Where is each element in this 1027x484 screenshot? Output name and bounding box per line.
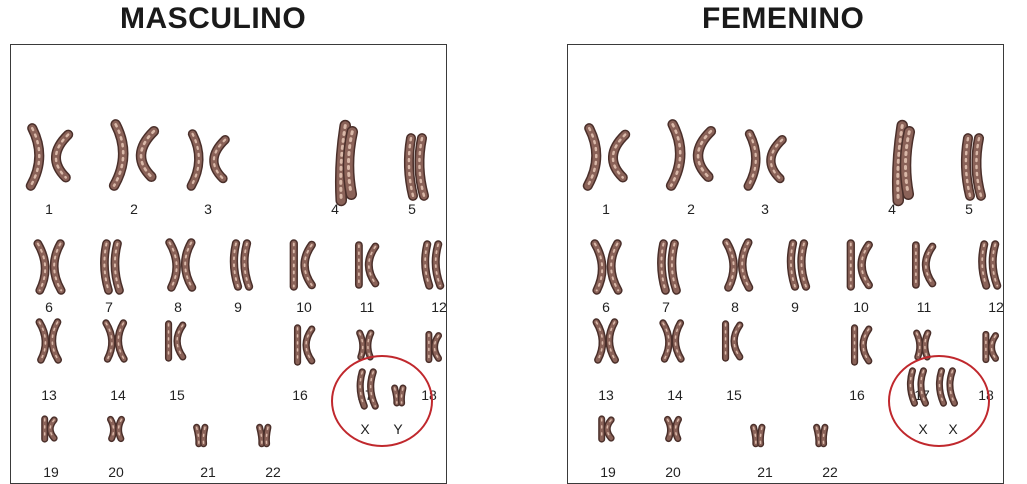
female-chromosome-label-13: 13 <box>598 387 614 403</box>
female-chromosome-6 <box>587 241 626 293</box>
female-chromosome-11 <box>906 243 939 287</box>
female-chromosome-label-20: 20 <box>665 464 681 480</box>
female-chromosome-label-7: 7 <box>662 299 670 315</box>
female-chromosome-2 <box>665 121 716 189</box>
female-chromosome-label-6: 6 <box>602 299 610 315</box>
female-chromosome-label-15: 15 <box>726 387 742 403</box>
male-chromosome-label-3: 3 <box>204 201 212 217</box>
female-chromosome-label-1: 1 <box>602 201 610 217</box>
male-chromosome-label-13: 13 <box>41 387 57 403</box>
male-chromosome-label-8: 8 <box>174 299 182 315</box>
female-chromosome-label-16: 16 <box>849 387 865 403</box>
male-chromosome-6 <box>30 241 69 293</box>
title-femenino: FEMENINO <box>702 2 864 36</box>
female-chromosome-20 <box>662 417 684 441</box>
title-masculino: MASCULINO <box>120 2 306 36</box>
male-chromosome-24 <box>388 385 410 405</box>
female-sex-label-2: X <box>948 421 957 437</box>
female-chromosome-3 <box>743 131 787 189</box>
female-chromosome-label-10: 10 <box>853 299 869 315</box>
male-chromosome-5 <box>392 135 440 199</box>
male-chromosome-12 <box>415 242 450 288</box>
male-chromosome-label-5: 5 <box>408 201 416 217</box>
female-chromosome-label-21: 21 <box>757 464 773 480</box>
female-chromosome-label-19: 19 <box>600 464 616 480</box>
female-chromosome-5 <box>949 135 997 199</box>
male-chromosome-18 <box>421 332 444 362</box>
male-chromosome-2 <box>108 121 159 189</box>
female-chromosome-label-9: 9 <box>791 299 799 315</box>
male-chromosome-label-19: 19 <box>43 464 59 480</box>
male-chromosome-label-14: 14 <box>110 387 126 403</box>
male-sex-label-1: X <box>360 421 369 437</box>
male-chromosome-21 <box>190 424 212 446</box>
male-chromosome-label-2: 2 <box>130 201 138 217</box>
male-chromosome-label-21: 21 <box>200 464 216 480</box>
female-chromosome-7 <box>649 241 688 293</box>
female-chromosome-label-3: 3 <box>761 201 769 217</box>
female-chromosome-23 <box>904 369 931 405</box>
male-chromosome-19 <box>37 417 59 441</box>
male-chromosome-23 <box>353 370 382 408</box>
male-chromosome-13 <box>33 320 65 362</box>
male-chromosome-label-4: 4 <box>331 201 339 217</box>
female-chromosome-1 <box>582 125 630 189</box>
male-chromosome-label-20: 20 <box>108 464 124 480</box>
male-chromosome-4 <box>316 124 375 202</box>
female-chromosome-label-11: 11 <box>917 299 932 315</box>
male-chromosome-label-9: 9 <box>234 299 242 315</box>
male-chromosome-22 <box>253 424 275 446</box>
female-sex-label-1: X <box>918 421 927 437</box>
female-chromosome-24 <box>933 369 960 405</box>
male-chromosome-8 <box>162 240 200 290</box>
male-chromosome-16 <box>289 326 318 364</box>
male-chromosome-label-11: 11 <box>360 299 375 315</box>
male-chromosome-20 <box>105 417 127 441</box>
male-chromosome-3 <box>186 131 230 189</box>
female-chromosome-16 <box>846 326 875 364</box>
female-chromosome-13 <box>590 320 622 362</box>
male-chromosome-label-10: 10 <box>296 299 312 315</box>
female-chromosome-label-22: 22 <box>822 464 838 480</box>
female-chromosome-21 <box>747 424 769 446</box>
male-sex-chromosome-circle <box>331 355 433 447</box>
female-chromosome-label-14: 14 <box>667 387 683 403</box>
female-chromosome-9 <box>780 241 816 289</box>
female-chromosome-label-12: 12 <box>988 299 1004 315</box>
male-chromosome-label-6: 6 <box>45 299 53 315</box>
male-sex-label-2: Y <box>393 421 402 437</box>
female-chromosome-14 <box>657 321 687 361</box>
female-chromosome-label-2: 2 <box>687 201 695 217</box>
male-chromosome-label-16: 16 <box>292 387 308 403</box>
female-chromosome-label-4: 4 <box>888 201 896 217</box>
female-chromosome-18 <box>978 332 1001 362</box>
male-chromosome-label-7: 7 <box>105 299 113 315</box>
female-chromosome-10 <box>840 241 876 289</box>
male-chromosome-label-1: 1 <box>45 201 53 217</box>
female-chromosome-4 <box>873 124 932 202</box>
male-chromosome-label-15: 15 <box>169 387 185 403</box>
female-chromosome-19 <box>594 417 616 441</box>
female-chromosome-8 <box>719 240 757 290</box>
female-chromosome-22 <box>810 424 832 446</box>
male-chromosome-11 <box>349 243 382 287</box>
male-chromosome-10 <box>283 241 319 289</box>
male-chromosome-14 <box>100 321 130 361</box>
female-chromosome-label-5: 5 <box>965 201 973 217</box>
male-chromosome-label-22: 22 <box>265 464 281 480</box>
female-chromosome-label-8: 8 <box>731 299 739 315</box>
male-chromosome-15 <box>160 322 189 360</box>
male-chromosome-7 <box>92 241 131 293</box>
male-chromosome-9 <box>223 241 259 289</box>
male-chromosome-1 <box>25 125 73 189</box>
female-chromosome-15 <box>717 322 746 360</box>
male-chromosome-label-12: 12 <box>431 299 447 315</box>
female-chromosome-12 <box>972 242 1007 288</box>
